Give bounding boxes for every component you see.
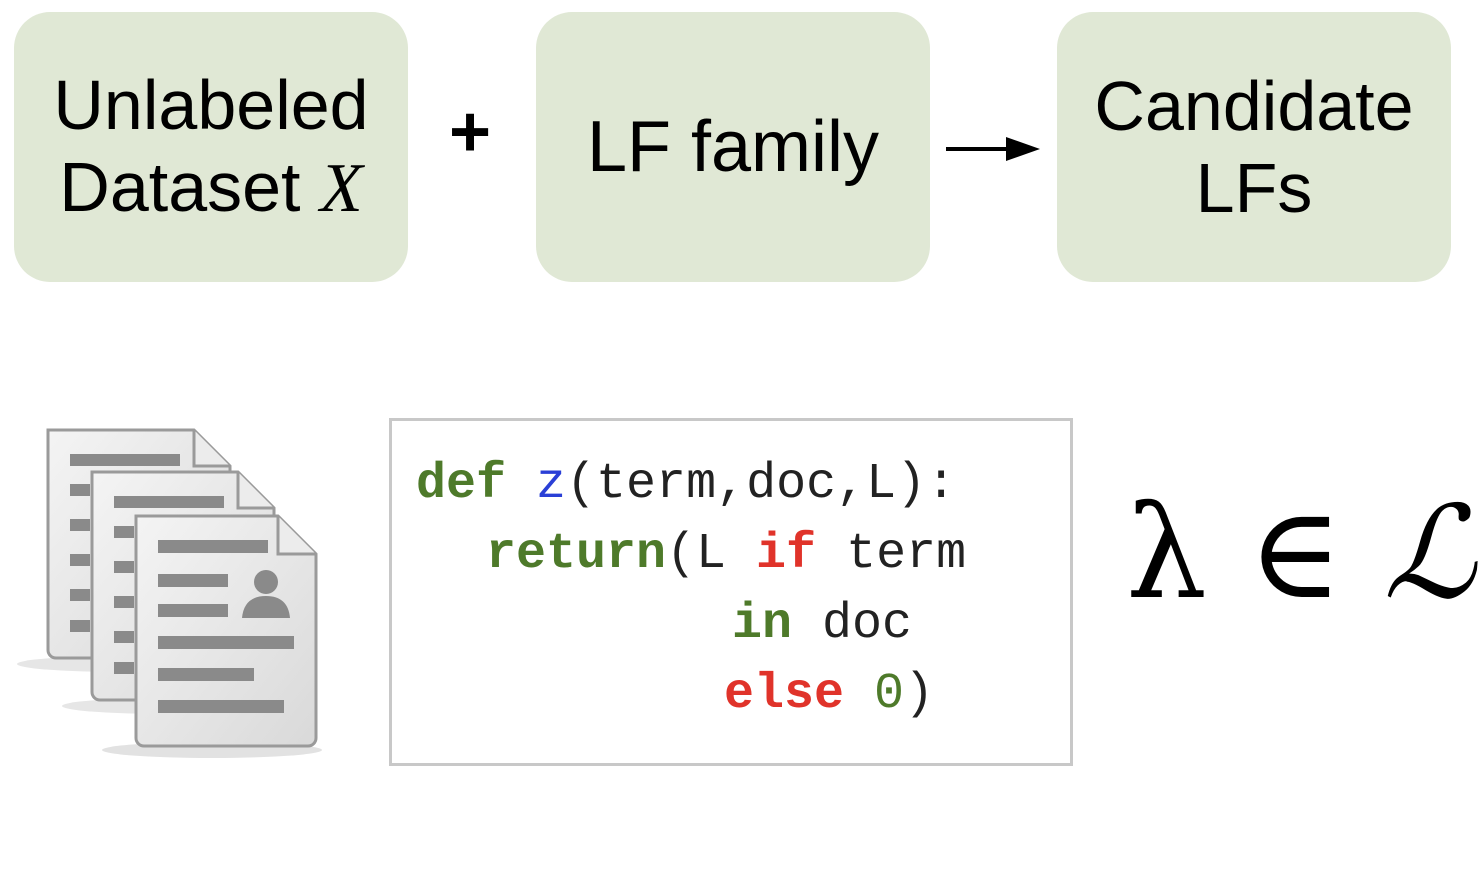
candidates-line-2: LFs [1195,149,1313,227]
element-of-symbol: ∈ [1207,479,1384,628]
else-keyword: else [724,666,845,723]
def-keyword: def [416,456,507,513]
if-keyword: if [756,526,817,583]
dataset-math-x: X [319,150,363,227]
lf-set-symbol: ℒ [1383,483,1476,625]
documents-stack-icon [17,428,322,758]
doc-token: doc [792,596,913,653]
dataset-line-2: Dataset X [59,146,362,230]
candidates-line-1: Candidate [1094,67,1414,145]
function-params: (term,doc,L): [566,456,957,513]
person-body [242,596,290,618]
lf-family-label: LF family [586,107,880,187]
front-page [134,514,318,748]
zero-literal: 0 [874,666,905,723]
dataset-line-2-text: Dataset [59,148,320,226]
return-open: (L [666,526,757,583]
right-arrow-icon [946,137,1040,161]
else-space [844,666,874,723]
dataset-line-1: Unlabeled [53,66,369,144]
plus-operator: + [448,92,492,172]
lambda-symbol: λ [1126,479,1208,628]
function-name: z [536,456,567,513]
person-head [254,570,278,594]
candidate-lfs-box: Candidate LFs [1057,12,1451,282]
code-line-4: else 0) [724,667,934,723]
lambda-in-set-expression: λ ∈ ℒ [1126,490,1475,619]
close-paren: ) [904,666,935,723]
code-line-2: return(L if term [486,527,966,583]
lf-family-box: LF family [536,12,930,282]
code-line-1: def z(term,doc,L): [416,457,956,513]
in-keyword: in [732,596,793,653]
return-keyword: return [486,526,667,583]
labeling-function-code-box: def z(term,doc,L): return(L if term in d… [389,418,1073,766]
unlabeled-dataset-box: Unlabeled Dataset X [14,12,408,282]
code-line-3: in doc [732,597,912,653]
term-token: term [816,526,967,583]
